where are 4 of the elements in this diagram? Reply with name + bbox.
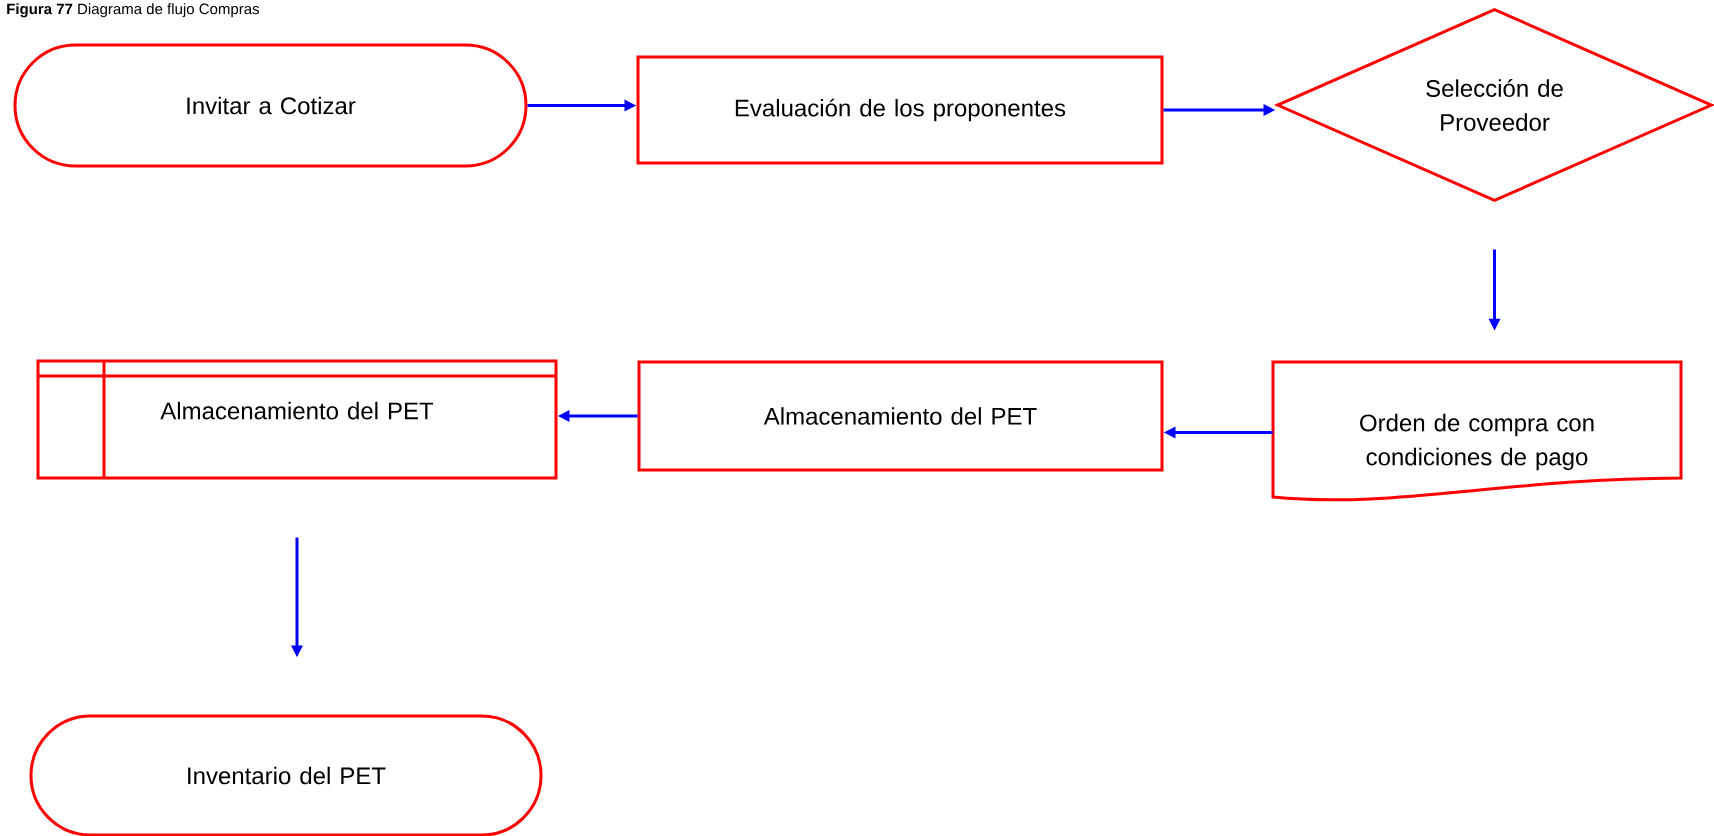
figure-caption: Figura 77 Diagrama de flujo Compras <box>7 3 260 18</box>
storage-box: Almacenamiento del PET <box>36 359 558 480</box>
process-box: Evaluación de los proponentes <box>636 55 1164 165</box>
process-box: Almacenamiento del PET <box>637 360 1164 472</box>
